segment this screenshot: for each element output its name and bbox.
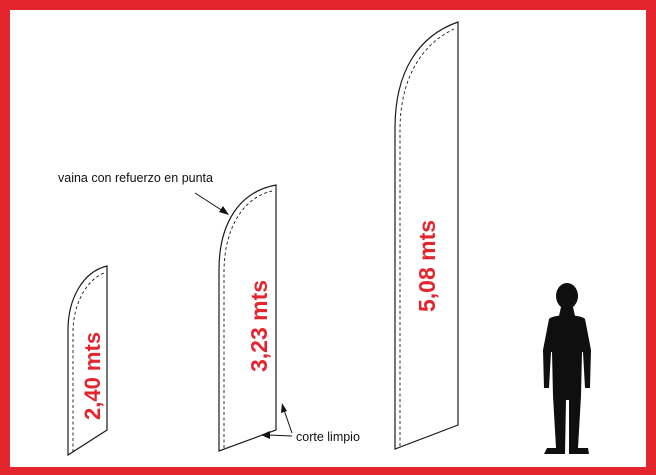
- callout-sleeve-arrow-line: [194, 192, 224, 212]
- flag-medium: 3,23 mts: [218, 184, 277, 452]
- callout-sleeve: vaina con refuerzo en punta: [58, 171, 229, 215]
- flag-medium-outline: [218, 184, 277, 452]
- callout-cut-arrowhead-left: [261, 431, 270, 439]
- flag-small-sleeve-seam: [72, 272, 105, 452]
- callout-cut-label: corte limpio: [296, 430, 360, 444]
- callout-cut-arrowhead-top: [281, 403, 287, 413]
- flag-medium-sleeve-seam: [223, 190, 273, 448]
- flag-medium-height-label: 3,23 mts: [246, 280, 272, 372]
- flag-large-sleeve-seam: [399, 28, 455, 446]
- flag-large: 5,08 mts: [394, 21, 459, 450]
- callout-sleeve-arrowhead: [219, 206, 229, 215]
- callout-cut-arrow-line-2: [267, 434, 293, 437]
- flag-large-height-label: 5,08 mts: [414, 220, 440, 312]
- flag-large-outline: [394, 21, 459, 450]
- callout-cut-arrow-line: [283, 409, 293, 434]
- callout-cut: corte limpio: [261, 403, 360, 444]
- flag-small-outline: [67, 265, 108, 457]
- human-silhouette-icon: [543, 283, 591, 454]
- callout-sleeve-label: vaina con refuerzo en punta: [58, 171, 213, 185]
- flag-small: 2,40 mts: [67, 265, 108, 457]
- flag-small-height-label: 2,40 mts: [80, 332, 105, 420]
